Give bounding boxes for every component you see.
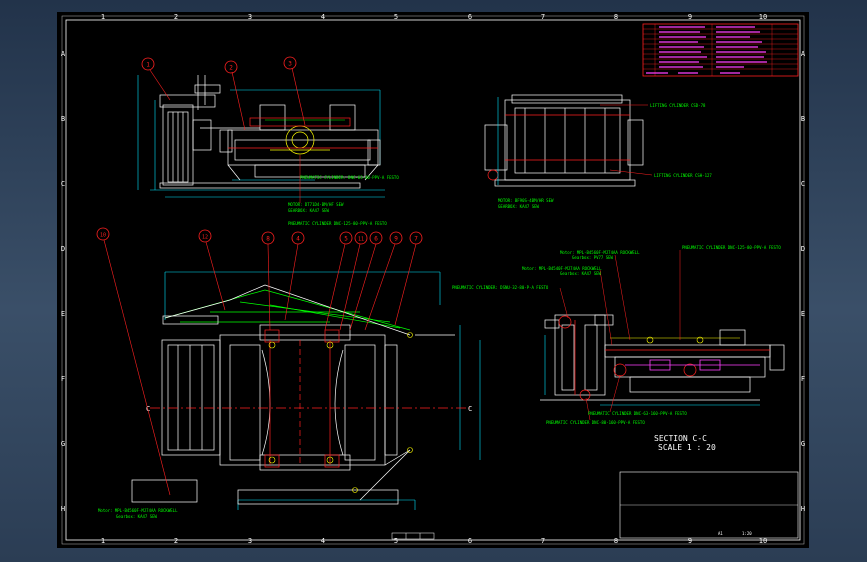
balloon-11[interactable]: 11 [339, 231, 368, 331]
note-gearbox: GEARBOX: KA47 SEW [288, 208, 330, 213]
title-block[interactable]: A1 1:20 [619, 471, 799, 539]
column-labels-bottom: 1 2 3 4 5 6 7 8 9 10 [101, 537, 767, 545]
row-labels-left: A B C D E F G H [61, 50, 66, 513]
section-c-c-view[interactable]: Motor: MPL-B4560F-MJ74AA ROCKWELL Gearbo… [452, 245, 785, 452]
col-label: 3 [248, 537, 252, 545]
col-label: 5 [394, 13, 398, 21]
row-labels-right: A B C D E F G H [801, 50, 806, 513]
note-motor-section-1: Motor: MPL-B4560F-MJ74AA ROCKWELL [560, 250, 640, 255]
row-label: A [61, 50, 66, 58]
col-label: 9 [688, 537, 692, 545]
row-label: H [61, 505, 65, 513]
note-motor-section-2: Motor: MPL-B4540F-MJ74AA ROCKWELL [522, 266, 602, 271]
note-gearbox-section-2: Gearbox: KA47 SEW [560, 271, 602, 276]
row-label: C [801, 180, 805, 188]
row-label: E [801, 310, 805, 318]
note-pneumatic-section-b2: PNEUMATIC CYLINDER DNC-80-160-PPV-A FEST… [546, 420, 645, 425]
balloon-10[interactable]: 10 [96, 227, 171, 496]
col-label: 9 [688, 13, 692, 21]
row-label: B [61, 115, 65, 123]
balloon-number: 2 [229, 65, 233, 72]
note-pneumatic-cylinder: PNEUMATIC CYLINDER: DNC-63-40-PPV-A FEST… [300, 175, 399, 180]
balloon-number: 8 [266, 236, 270, 243]
balloon-9[interactable]: 9 [364, 231, 403, 331]
note-motor-right: MOTOR: BF90S-4BM/HR SEW [498, 198, 554, 203]
note-pneumatic-cylinder-plan: PNEUMATIC CYLINDER DNC-125-80-PPV-A FEST… [288, 221, 387, 226]
balloon-number: 9 [394, 236, 398, 243]
col-label: 4 [321, 537, 325, 545]
balloon-number: 5 [344, 236, 348, 243]
col-label: 7 [541, 537, 545, 545]
row-label: D [801, 245, 805, 253]
balloon-number: 6 [374, 236, 378, 243]
balloon-number: 7 [414, 236, 418, 243]
parts-list-table[interactable] [642, 23, 799, 77]
note-motor-bottom-left: Motor: MPL-B4560F-MJ74AA ROCKWELL [98, 508, 178, 513]
col-label: 10 [759, 537, 767, 545]
row-label: F [61, 375, 65, 383]
note-motor: MOTOR: DT71D4-BM/HF SEW [288, 202, 344, 207]
note-gearbox-right: GEARBOX: KA47 SEW [498, 204, 540, 209]
balloon-8[interactable]: 8 [261, 231, 275, 331]
col-label: 6 [468, 537, 472, 545]
section-marker-left: C [146, 405, 150, 413]
row-label: H [801, 505, 805, 513]
side-elevation-view[interactable]: 1 2 3 PNEUMATIC CYLINDER: DNC-63-40-PPV-… [137, 56, 399, 213]
col-label: 3 [248, 13, 252, 21]
note-lifting-cylinder: LIFTING CYLINDER CSD-78 [650, 103, 706, 108]
row-label: A [801, 50, 806, 58]
note-pneumatic-section-right: PNEUMATIC CYLINDER DNC-125-80-PPV-A FEST… [682, 245, 781, 250]
column-labels-top: 1 2 3 4 5 6 7 8 9 10 [101, 13, 767, 21]
note-gearbox-bottom-left: Gearbox: KA47 SEW [116, 514, 158, 519]
plan-view[interactable]: C C 10 12 8 4 [96, 221, 481, 519]
col-label: 7 [541, 13, 545, 21]
balloon-2[interactable]: 2 [224, 60, 246, 131]
balloon-number: 1 [146, 62, 150, 69]
col-label: 2 [174, 537, 178, 545]
section-marker-right: C [468, 405, 472, 413]
balloon-number: 10 [100, 233, 106, 239]
row-label: E [61, 310, 65, 318]
section-title: SECTION C-C [654, 434, 707, 443]
section-scale: SCALE 1 : 20 [658, 443, 716, 452]
title-block-scale: 1:20 [742, 531, 752, 536]
row-label: B [801, 115, 805, 123]
col-label: 1 [101, 13, 105, 21]
note-pneumatic-section: PNEUMATIC CYLINDER: DSNU-32-80-P-A FESTO [452, 285, 549, 290]
balloon-number: 3 [288, 61, 292, 68]
balloon-5[interactable]: 5 [324, 231, 353, 331]
balloon-4[interactable]: 4 [284, 231, 305, 321]
note-gearbox-section-1: Gearbox: PV77 SEW [572, 255, 614, 260]
row-label: F [801, 375, 805, 383]
note-lifting-cylinder-2: LIFTING CYLINDER CSH-127 [654, 173, 712, 178]
balloon-6[interactable]: 6 [349, 231, 383, 331]
balloon-number: 11 [358, 237, 364, 243]
row-label: D [61, 245, 65, 253]
col-label: 10 [759, 13, 767, 21]
balloon-1[interactable]: 1 [141, 57, 171, 101]
sheet-frame [61, 15, 805, 545]
col-label: 8 [614, 537, 618, 545]
col-label: 5 [394, 537, 398, 545]
col-label: 1 [101, 537, 105, 545]
drawing-sheet[interactable] [57, 12, 809, 548]
balloon-number: 4 [296, 236, 300, 243]
balloon-7[interactable]: 7 [394, 231, 423, 326]
col-label: 2 [174, 13, 178, 21]
row-label: G [801, 440, 805, 448]
revision-strip [391, 532, 435, 540]
row-label: G [61, 440, 65, 448]
col-label: 8 [614, 13, 618, 21]
front-elevation-view[interactable]: LIFTING CYLINDER CSD-78 LIFTING CYLINDER… [484, 94, 712, 209]
col-label: 6 [468, 13, 472, 21]
note-pneumatic-section-b1: PNEUMATIC CYLINDER DNC-63-160-PPV-A FEST… [588, 411, 687, 416]
balloon-12[interactable]: 12 [198, 229, 226, 311]
col-label: 4 [321, 13, 325, 21]
row-label: C [61, 180, 65, 188]
title-block-sheet-size: A1 [718, 531, 723, 536]
balloon-number: 12 [202, 235, 208, 241]
balloon-3[interactable]: 3 [283, 56, 306, 126]
